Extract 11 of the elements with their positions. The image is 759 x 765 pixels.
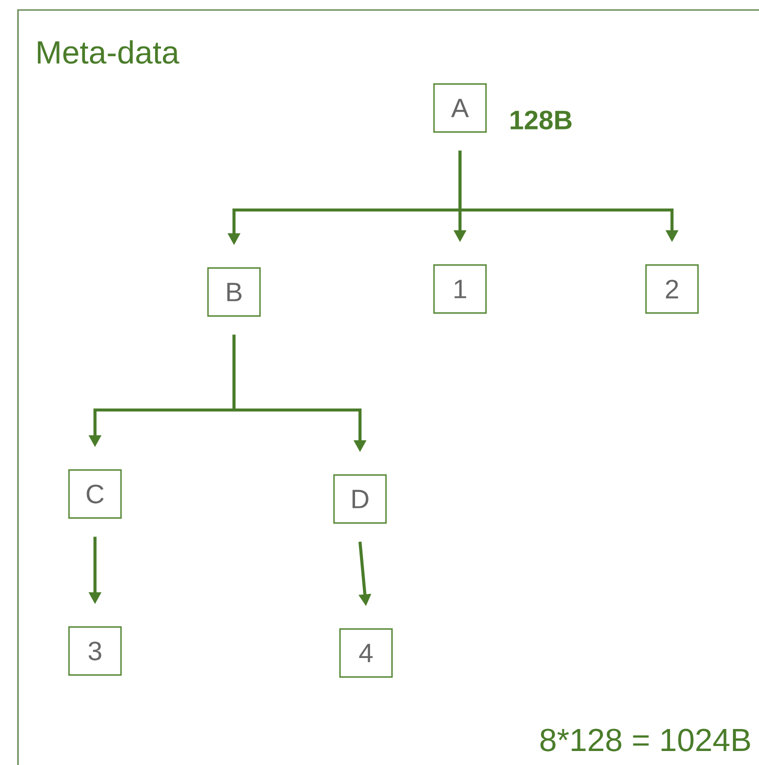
letter-box: C	[68, 469, 122, 519]
letter-box: 4	[339, 628, 393, 678]
letter-box: A	[433, 83, 487, 133]
letter-box: 1	[433, 264, 487, 314]
letter-box: 3	[68, 626, 122, 676]
letter-box: D	[333, 474, 387, 524]
formula-note: 8*128 = 1024B	[540, 728, 750, 752]
title: Meta-data	[38, 40, 180, 64]
letter-box: 2	[645, 264, 699, 314]
size-label: 128B	[510, 110, 572, 130]
letter-box: B	[207, 267, 261, 317]
